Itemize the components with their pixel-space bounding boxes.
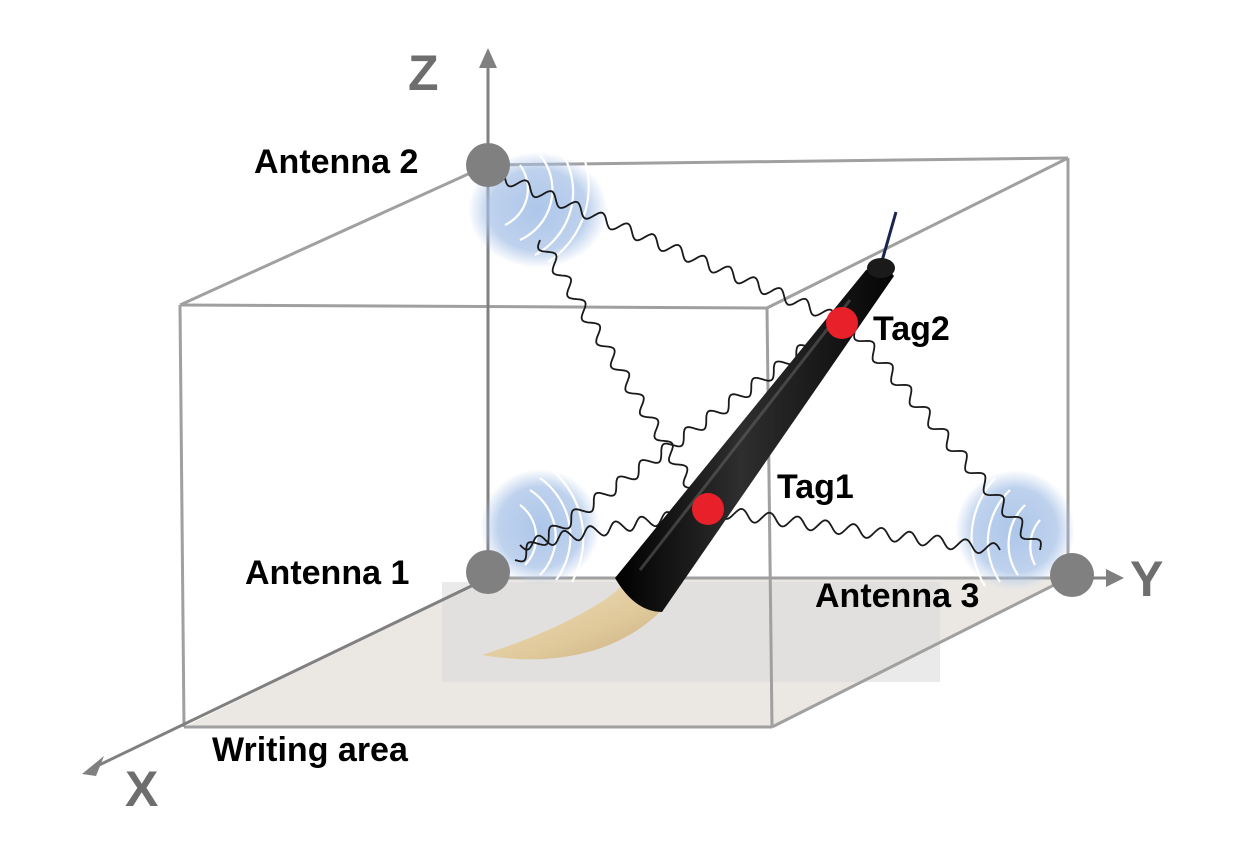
writing-area-shadow xyxy=(442,582,940,682)
tag-2-marker xyxy=(826,307,858,339)
antenna-2-node xyxy=(466,143,510,187)
calligraphy-brush-icon xyxy=(482,211,898,660)
tag-2-label: Tag2 xyxy=(873,310,950,348)
tag-1-marker xyxy=(692,493,724,525)
antenna-2-to-tag-1 xyxy=(537,239,703,501)
antenna-1-label: Antenna 1 xyxy=(245,554,409,592)
x-axis xyxy=(94,576,489,769)
antenna-2-to-tag-2 xyxy=(504,177,836,319)
antenna-1-node xyxy=(466,550,510,594)
y-arrow-icon xyxy=(1106,569,1124,587)
z-axis-label: Z xyxy=(408,45,439,101)
y-axis-label: Y xyxy=(1130,551,1163,607)
x-arrow-icon xyxy=(82,756,104,776)
tag-1-label: Tag1 xyxy=(777,468,854,506)
antenna-3-to-tag-1 xyxy=(719,507,1001,555)
z-arrow-icon xyxy=(479,48,497,68)
x-axis-label: X xyxy=(125,761,158,817)
antenna-3-label: Antenna 3 xyxy=(815,577,979,615)
antenna-2-label: Antenna 2 xyxy=(254,143,418,181)
bounding-box xyxy=(178,156,1070,729)
antenna-3-to-tag-2 xyxy=(853,329,1042,551)
writing-area-label: Writing area xyxy=(212,731,409,769)
antenna-1-to-tag-2 xyxy=(514,327,831,563)
wireless-signal-icon xyxy=(468,147,1075,590)
antenna-3-node xyxy=(1050,553,1094,597)
